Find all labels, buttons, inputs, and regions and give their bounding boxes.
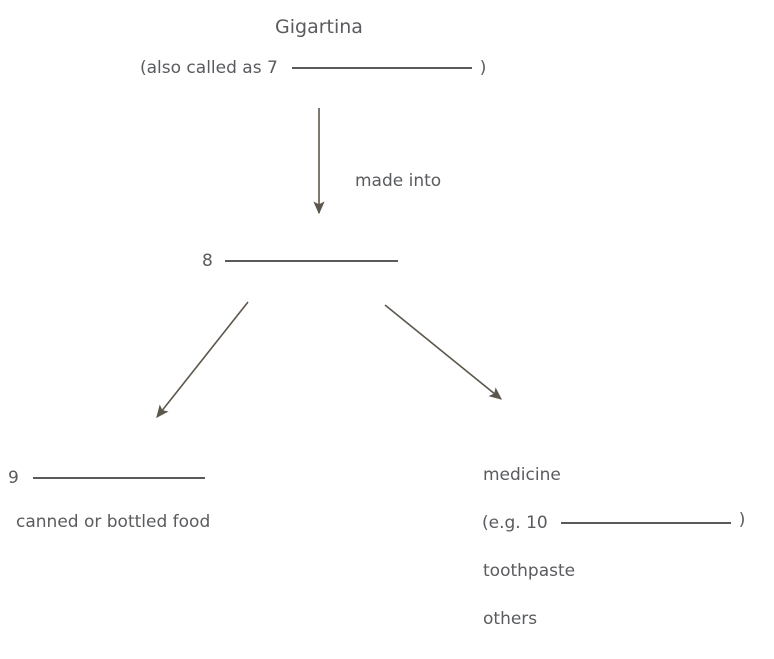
blank-9-number: 9 xyxy=(8,468,19,488)
blank-8-number: 8 xyxy=(202,251,213,271)
alias-prefix-text: (also called as 7 xyxy=(140,58,278,78)
diagram-title-text: Gigartina xyxy=(275,16,363,38)
left-branch-item-text: canned or bottled food xyxy=(16,512,211,532)
right-item1-text: medicine xyxy=(483,465,561,485)
alias-suffix-text: ) xyxy=(479,58,487,78)
blank-9-line-row: 9 xyxy=(8,467,205,489)
blank-9-line xyxy=(32,477,205,479)
blank-7-line xyxy=(291,67,472,69)
left-branch-item: canned or bottled food xyxy=(16,511,210,533)
flow-label: made into xyxy=(355,170,441,192)
blank-8-line xyxy=(224,260,398,262)
diagram-title: Gigartina xyxy=(275,15,363,39)
alias-line: (also called as 7 ) xyxy=(140,57,486,79)
right-branch-item-others: others xyxy=(483,608,537,630)
right-branch-item-toothpaste: toothpaste xyxy=(483,560,575,582)
branch-right-arrow xyxy=(384,304,502,400)
example-suffix-text: ) xyxy=(738,510,746,530)
example-prefix-text: (e.g. 10 xyxy=(482,513,548,533)
right-item3-text: others xyxy=(483,609,538,629)
right-branch-item-medicine: medicine xyxy=(483,464,561,486)
example-line: (e.g. 10 ) xyxy=(482,510,746,534)
right-item2-text: toothpaste xyxy=(483,561,576,581)
blank-10-line xyxy=(560,522,731,524)
branch-left-arrow xyxy=(156,301,249,419)
flow-label-text: made into xyxy=(355,171,442,191)
blank-8-line-row: 8 xyxy=(202,250,398,272)
